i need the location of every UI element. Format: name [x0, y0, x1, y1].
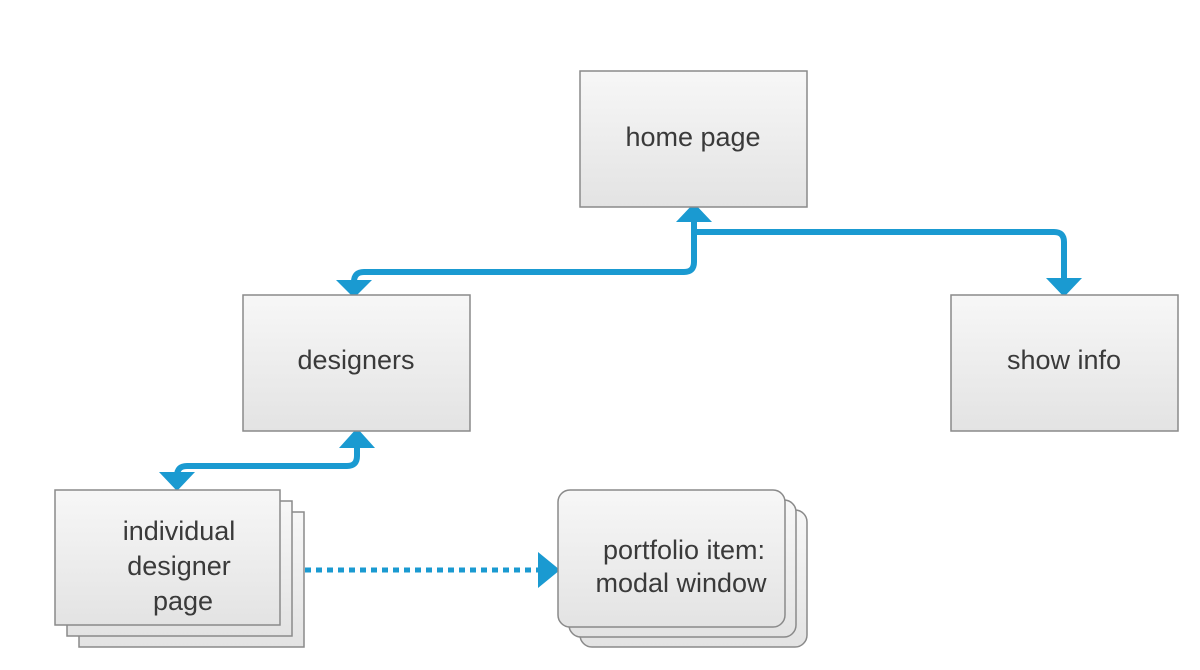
connector-line: [174, 447, 360, 479]
node-label: home page: [625, 122, 760, 152]
node-show-info: show info: [950, 294, 1179, 432]
arrowhead-up-icon: [339, 428, 375, 448]
stack-layer: [557, 489, 786, 628]
stack-layer: [54, 489, 281, 626]
connector-designers-individual: [159, 428, 375, 491]
connector-line: [351, 222, 697, 285]
node-individual-designer-page: individual designer page: [54, 489, 305, 648]
arrowhead-right-icon: [538, 552, 560, 588]
node-label-line: portfolio item:: [603, 535, 765, 565]
node-label-line: page: [153, 586, 213, 616]
arrowhead-down-icon: [159, 472, 195, 491]
node-label: show info: [1007, 345, 1121, 375]
node-home-page: home page: [579, 70, 808, 208]
node-label: designers: [297, 345, 414, 375]
node-label-line: modal window: [595, 568, 767, 598]
connector-individual-portfolio: [305, 552, 560, 588]
arrowhead-down-icon: [336, 280, 372, 298]
node-label-line: designer: [127, 551, 231, 581]
node-label-line: individual: [123, 516, 236, 546]
connector-line: [694, 229, 1067, 280]
node-designers: designers: [242, 294, 471, 432]
connector-home-show-info: [694, 229, 1082, 297]
arrowhead-down-icon: [1046, 278, 1082, 297]
arrowhead-up-icon: [676, 203, 712, 222]
node-portfolio-item-modal: portfolio item: modal window: [557, 489, 808, 648]
connector-home-designers: [336, 203, 712, 298]
